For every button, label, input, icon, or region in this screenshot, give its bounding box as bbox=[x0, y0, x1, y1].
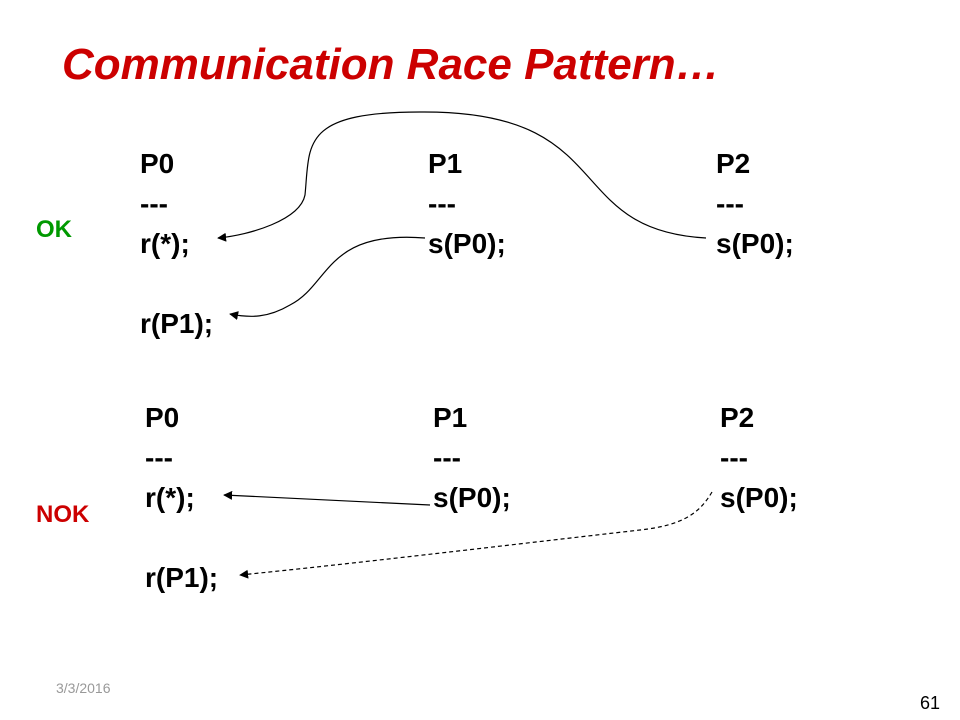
op-send-p0: s(P0); bbox=[428, 228, 506, 259]
slide-title: Communication Race Pattern… bbox=[62, 40, 720, 89]
process-name: P0 bbox=[140, 148, 175, 179]
separator: --- bbox=[720, 442, 748, 473]
process-name: P2 bbox=[716, 148, 751, 179]
process-name: P0 bbox=[145, 402, 180, 433]
process-p2-bottom: P2 --- s(P0); bbox=[720, 398, 798, 518]
process-p1-top: P1 --- s(P0); bbox=[428, 144, 506, 264]
separator: --- bbox=[428, 188, 456, 219]
process-p0-top: P0 --- r(*); r(P1); bbox=[140, 144, 213, 344]
status-nok-label: NOK bbox=[36, 501, 90, 528]
op-send-p0: s(P0); bbox=[433, 482, 511, 513]
process-p0-bottom: P0 --- r(*); r(P1); bbox=[145, 398, 218, 598]
arrow-p1-to-p0-recv-any bbox=[223, 490, 431, 506]
op-recv-any: r(*); bbox=[145, 482, 195, 513]
arrow-p2-to-p0-recv-any bbox=[217, 111, 707, 242]
status-ok-label: OK bbox=[36, 216, 72, 243]
op-recv-any: r(*); bbox=[140, 228, 190, 259]
op-recv-p1: r(P1); bbox=[140, 308, 214, 339]
separator: --- bbox=[716, 188, 744, 219]
separator: --- bbox=[433, 442, 461, 473]
process-name: P1 bbox=[433, 402, 468, 433]
process-name: P2 bbox=[720, 402, 755, 433]
separator: --- bbox=[145, 442, 173, 473]
footer-date: 3/3/2016 bbox=[56, 680, 111, 696]
op-send-p0: s(P0); bbox=[720, 482, 798, 513]
op-send-p0: s(P0); bbox=[716, 228, 794, 259]
separator: --- bbox=[140, 188, 168, 219]
page-number: 61 bbox=[920, 693, 941, 713]
op-recv-p1: r(P1); bbox=[145, 562, 219, 593]
process-p2-top: P2 --- s(P0); bbox=[716, 144, 794, 264]
arrow-p1-to-p0-recv-p1 bbox=[229, 236, 426, 320]
process-name: P1 bbox=[428, 148, 463, 179]
arrow-p2-to-p0-recv-p1-dashed bbox=[239, 491, 713, 579]
process-p1-bottom: P1 --- s(P0); bbox=[433, 398, 511, 518]
